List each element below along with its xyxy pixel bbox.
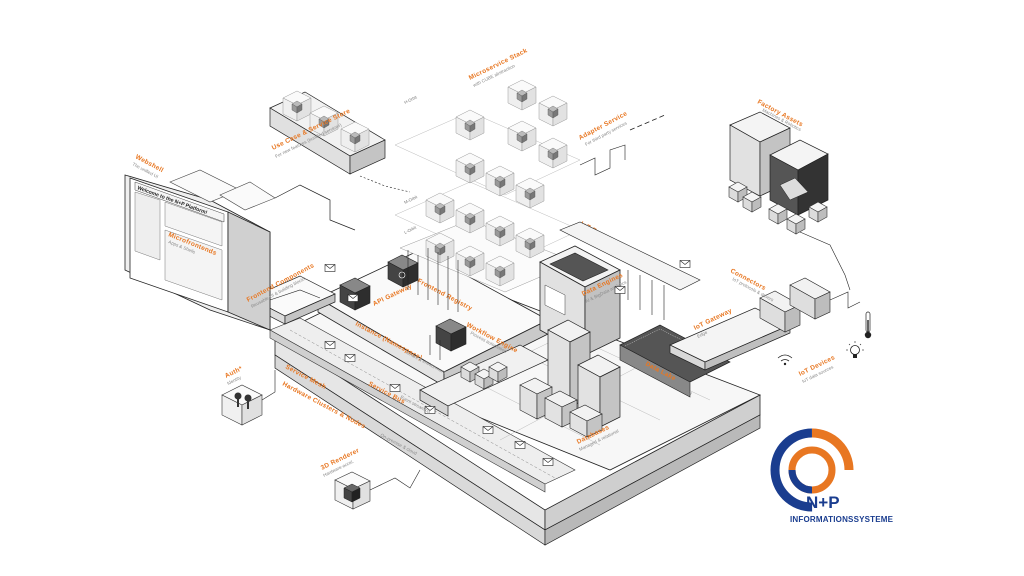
auth-sub: Identity — [226, 375, 242, 386]
cube-icon — [343, 483, 361, 503]
h-orbit-label: H-Orbit — [403, 94, 418, 105]
webshell-screen: Welcome to the N+P Platform! — [124, 169, 356, 331]
iot-devices — [777, 311, 872, 366]
lightbulb-icon — [846, 341, 864, 358]
connectors-block — [759, 277, 861, 333]
l-orbit-label: L-Orbit — [403, 224, 417, 234]
workflow-engine-box — [435, 318, 467, 352]
np-logo: N+P INFORMATIONSSYSTEME — [770, 428, 894, 524]
m-orbit-label: M-Orbit — [403, 194, 418, 205]
renderer-3d-box — [334, 471, 371, 510]
logo-letters: N+P — [806, 493, 840, 512]
use-case-store — [269, 90, 386, 175]
auth-box — [221, 384, 263, 426]
thermometer-icon — [864, 311, 872, 339]
factory-assets — [728, 111, 829, 235]
socket-lines — [407, 248, 665, 360]
frontend-registry-box — [387, 254, 419, 288]
iot-gateway-sub: Edge — [696, 330, 708, 339]
wifi-icon — [777, 354, 793, 366]
key-icon — [234, 392, 252, 409]
api-gateway-box — [339, 277, 371, 311]
logo-text: INFORMATIONSSYSTEME — [790, 515, 894, 524]
iot-gateway — [669, 307, 791, 371]
databases-block — [519, 319, 621, 438]
microservice-stack-label: Microservice Stack — [468, 47, 529, 82]
